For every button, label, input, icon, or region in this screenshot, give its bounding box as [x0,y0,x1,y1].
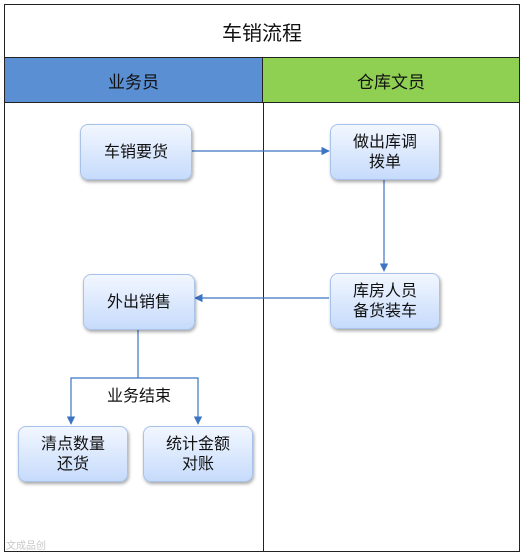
diagram-title: 车销流程 [222,20,302,45]
lane-header-salesperson: 业务员 [5,57,263,103]
watermark: 文成品创 [6,541,46,552]
edge-label-business-end: 业务结束 [103,382,176,406]
node-count-and-return: 清点数量 还货 [18,426,128,482]
node-create-transfer-order: 做出库调 拨单 [330,124,440,180]
lane-divider [263,103,264,551]
node-warehouse-loading: 库房人员 备货装车 [330,273,440,329]
node-total-and-reconcile: 统计金额 对账 [143,426,253,482]
node-vehicle-sales-request: 车销要货 [80,124,192,180]
lane-header-warehouse-clerk: 仓库文员 [263,57,519,103]
node-go-out-selling: 外出销售 [83,274,195,330]
